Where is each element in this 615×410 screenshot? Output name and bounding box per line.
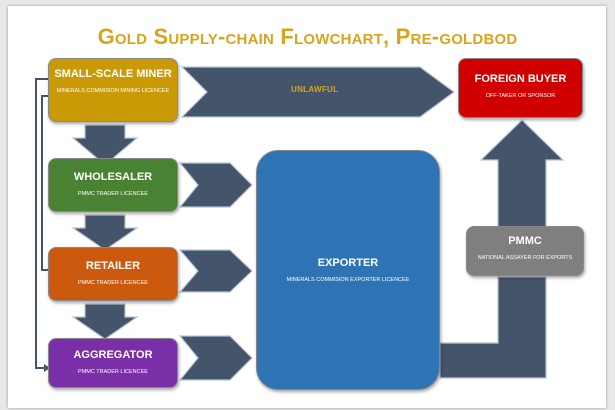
arrow-miner-to-wholesaler: [71, 124, 139, 166]
arrow-wholesaler-to-retailer: [71, 214, 139, 251]
unlawful-label: UNLAWFUL: [291, 85, 339, 94]
page-title: Gold Supply-chain Flowchart, Pre-goldbod: [97, 24, 518, 49]
aggregator-name: AGGREGATOR: [73, 349, 153, 361]
retailer-name: RETAILER: [85, 260, 141, 272]
exporter-sub: MINERALS COMMISION EXPORTER LICENCEE: [286, 277, 410, 283]
exporter-name: EXPORTER: [317, 257, 379, 269]
return-bracket: [35, 78, 48, 369]
node-aggregator: AGGREGATOR PMMC TRADER LICENCEE: [48, 338, 178, 388]
arrow-wholesaler-to-exporter: [178, 162, 253, 208]
node-foreign-buyer: FOREIGN BUYER OFF-TAKER OR SPONSOR: [458, 58, 583, 118]
wholesaler-sub: PMMC TRADER LICENCEE: [78, 191, 148, 197]
arrow-aggregator-to-exporter: [178, 335, 253, 381]
foreign-buyer-sub: OFF-TAKER OR SPONSOR: [485, 93, 556, 99]
arrow-retailer-to-aggregator: [71, 303, 139, 340]
wholesaler-name: WHOLESALER: [73, 171, 153, 183]
pmmc-name: PMMC: [508, 235, 542, 247]
retailer-sub: PMMC TRADER LICENCEE: [78, 280, 148, 286]
arrow-pmmc-to-foreign-buyer: [479, 119, 565, 228]
pmmc-sub: NATIONAL ASSAYER FOR EXPORTS: [477, 255, 573, 261]
node-pmmc: PMMC NATIONAL ASSAYER FOR EXPORTS: [466, 226, 584, 276]
bracket-arrowhead: [44, 364, 50, 372]
arrow-retailer-to-exporter: [178, 249, 253, 293]
aggregator-sub: PMMC TRADER LICENCEE: [78, 369, 148, 375]
foreign-buyer-name: FOREIGN BUYER: [474, 73, 567, 85]
node-small-scale-miner: SMALL-SCALE MINER MINERALS COMMISION MIN…: [48, 58, 178, 122]
small-scale-miner-sub: MINERALS COMMISION MINING LICENCEE: [56, 88, 170, 94]
node-wholesaler: WHOLESALER PMMC TRADER LICENCEE: [48, 158, 178, 212]
arrow-unlawful: [180, 66, 456, 118]
arrow-exporter-to-pmmc: [439, 276, 547, 379]
node-exporter: EXPORTER MINERALS COMMISION EXPORTER LIC…: [256, 150, 440, 390]
node-retailer: RETAILER PMMC TRADER LICENCEE: [48, 247, 178, 301]
small-scale-miner-name: SMALL-SCALE MINER: [54, 68, 172, 80]
